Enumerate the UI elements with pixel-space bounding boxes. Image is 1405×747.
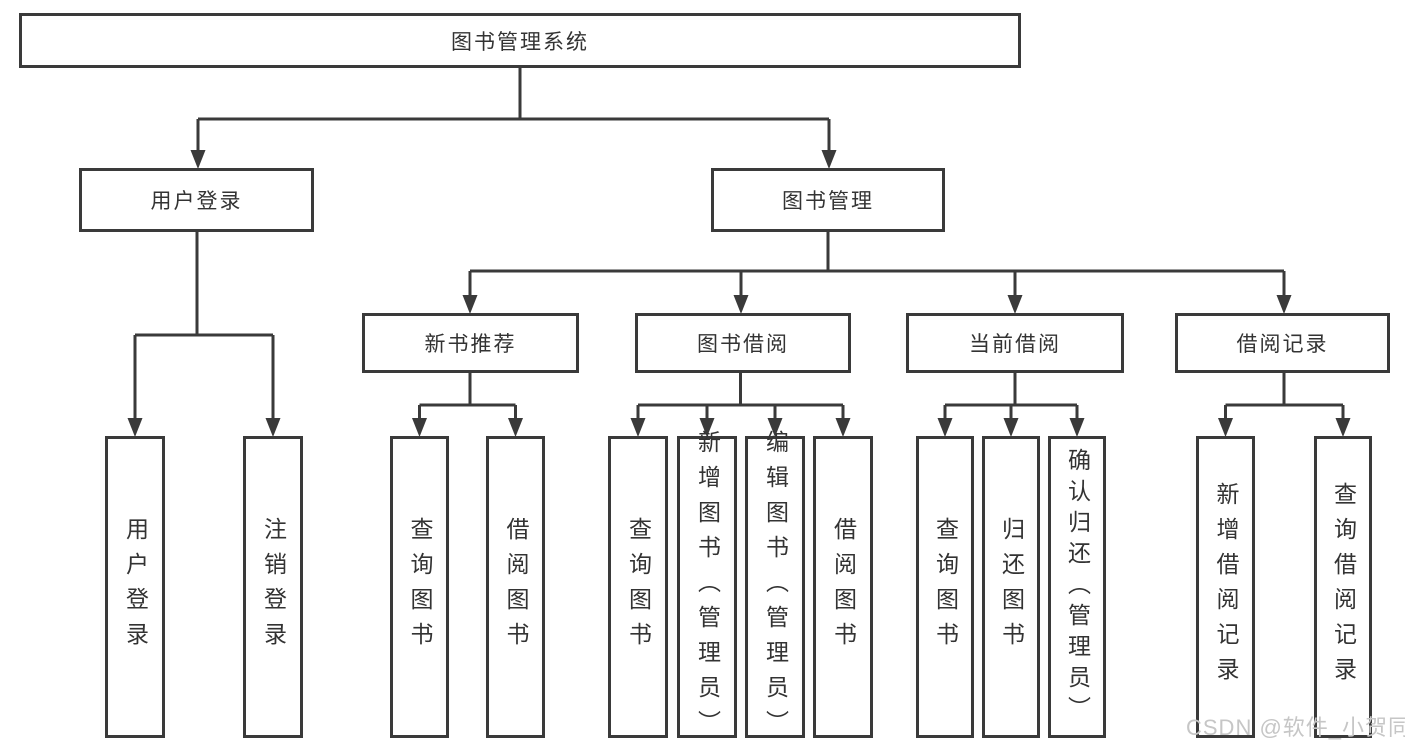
arrowhead <box>699 418 715 437</box>
node-query-books-under-borrow: 查询图书 <box>608 436 668 738</box>
node-label: 用户登录 <box>122 517 149 657</box>
arrowhead <box>630 418 646 437</box>
arrowhead <box>1335 418 1351 437</box>
node-add-book-admin: 新增图书（管理员） <box>677 430 737 745</box>
node-user-login-leaf: 用户登录 <box>105 436 165 738</box>
node-borrow-books-under-borrow: 借阅图书 <box>813 436 873 738</box>
arrowhead <box>462 295 478 314</box>
node-logout: 注销登录 <box>243 436 303 738</box>
arrowhead <box>733 295 749 314</box>
connector-new-book-recommend-to-leaves <box>418 373 517 421</box>
connector-book-management-to-level3 <box>468 232 1286 298</box>
node-borrow-books-under-recommend: 借阅图书 <box>486 436 545 738</box>
node-label: 编辑图书（管理员） <box>762 429 789 745</box>
arrowhead <box>835 418 851 437</box>
node-return-books: 归还图书 <box>982 436 1040 738</box>
arrowhead <box>767 418 783 437</box>
node-label: 注销登录 <box>260 517 287 657</box>
node-edit-book-admin: 编辑图书（管理员） <box>745 430 805 745</box>
node-confirm-return-admin: 确认归还（管理员） <box>1048 436 1106 738</box>
arrowhead <box>1218 418 1233 437</box>
node-add-borrow-record: 新增借阅记录 <box>1196 436 1255 738</box>
arrowhead <box>821 150 837 169</box>
node-new-book-recommend: 新书推荐 <box>362 313 579 373</box>
node-label: 借阅图书 <box>503 517 529 657</box>
node-label: 查询借阅记录 <box>1330 482 1357 692</box>
node-query-books-under-current: 查询图书 <box>916 436 974 738</box>
csdn-watermark: CSDN @软件_小贺同学 <box>1186 715 1405 740</box>
node-book-management: 图书管理 <box>711 168 945 232</box>
node-label: 查询图书 <box>625 517 652 657</box>
node-query-books-under-recommend: 查询图书 <box>390 436 449 738</box>
connector-root-to-level2 <box>196 68 831 153</box>
node-label: 查询图书 <box>407 517 433 657</box>
arrowhead <box>937 418 953 437</box>
node-label: 新增借阅记录 <box>1213 482 1239 692</box>
node-label: 查询图书 <box>932 517 959 657</box>
arrowhead <box>508 418 523 437</box>
arrowhead <box>190 150 206 169</box>
arrowhead <box>1007 295 1023 314</box>
connector-current-borrow-to-leaves <box>943 373 1079 421</box>
node-book-borrow: 图书借阅 <box>635 313 851 373</box>
node-root-library-system: 图书管理系统 <box>19 13 1021 68</box>
connector-borrow-records-to-leaves <box>1224 373 1345 421</box>
node-user-login: 用户登录 <box>79 168 314 232</box>
node-query-borrow-record: 查询借阅记录 <box>1314 436 1372 738</box>
node-label: 新增图书（管理员） <box>694 429 721 745</box>
node-current-borrow: 当前借阅 <box>906 313 1124 373</box>
node-label: 归还图书 <box>998 517 1025 657</box>
arrowhead <box>1069 418 1085 437</box>
arrowhead <box>412 418 427 437</box>
arrowhead <box>1276 295 1292 314</box>
node-label: 借阅图书 <box>830 517 857 657</box>
connector-book-borrow-to-leaves <box>636 373 845 421</box>
node-borrow-records: 借阅记录 <box>1175 313 1390 373</box>
connector-user-login-to-leaves <box>133 232 275 421</box>
arrowhead <box>1003 418 1019 437</box>
arrowhead <box>265 418 281 437</box>
arrowhead <box>127 418 143 437</box>
node-label: 确认归还（管理员） <box>1064 447 1091 727</box>
